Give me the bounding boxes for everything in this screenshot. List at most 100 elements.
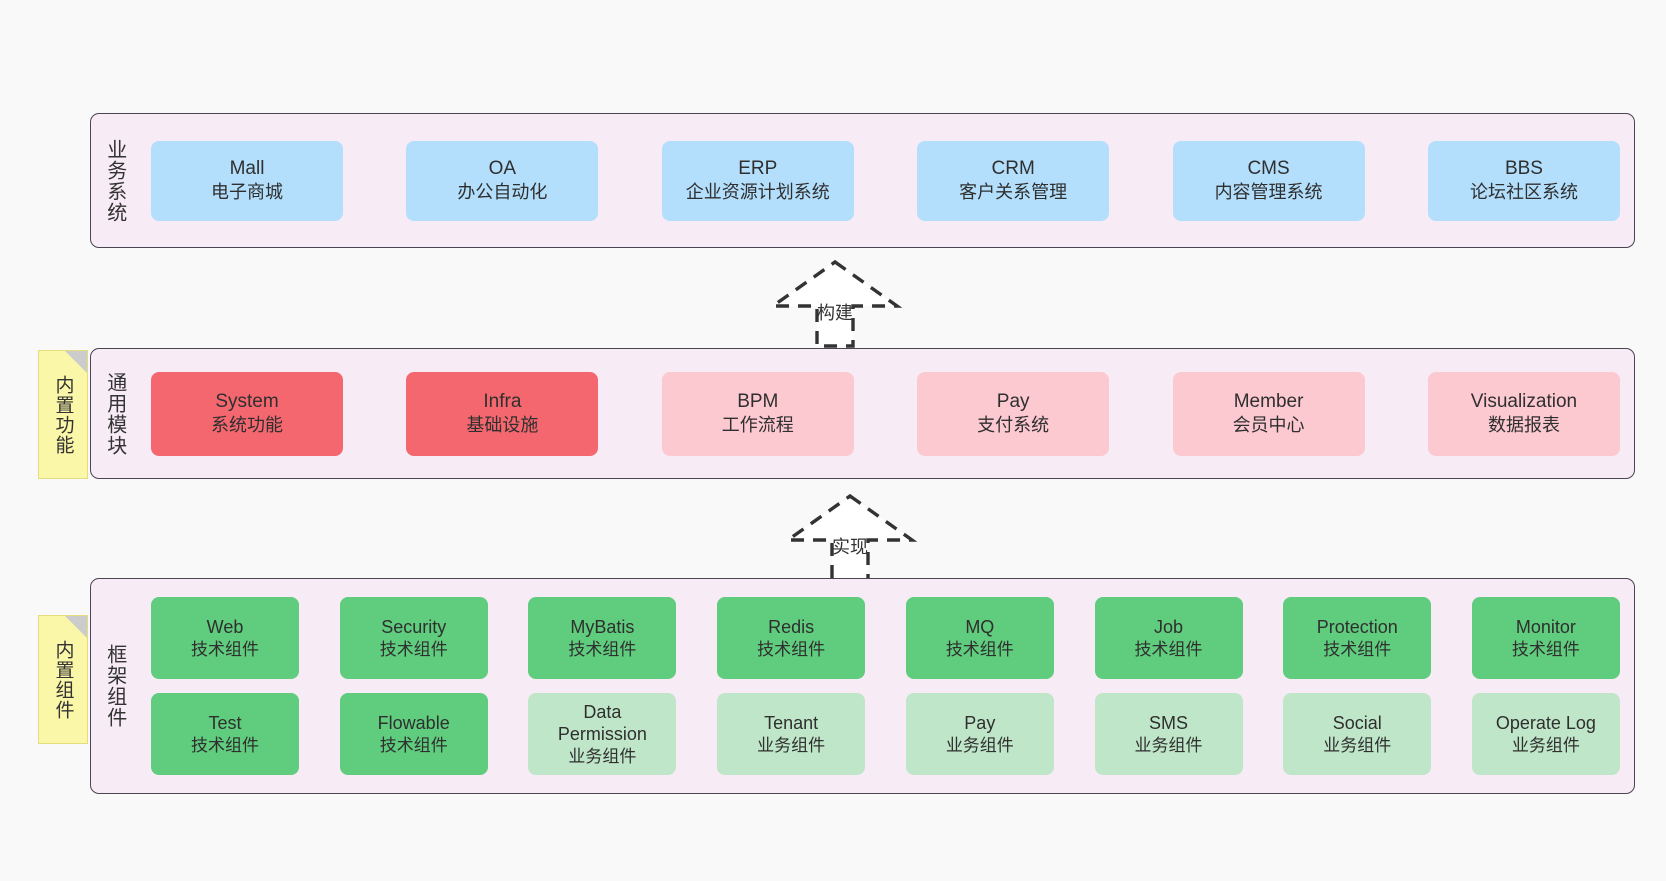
card-subtitle: 业务组件 xyxy=(1323,735,1392,755)
card-subtitle: 数据报表 xyxy=(1487,415,1560,436)
card-title: System xyxy=(215,391,279,413)
card-subtitle: 业务组件 xyxy=(568,746,637,766)
card-subtitle: 会员中心 xyxy=(1232,415,1305,436)
card-title: Redis xyxy=(768,616,815,637)
card-title: Job xyxy=(1154,616,1184,637)
card-title: SMS xyxy=(1149,712,1189,733)
card-subtitle: 技术组件 xyxy=(945,639,1014,659)
card-title: BPM xyxy=(737,391,779,413)
card-subtitle: 业务组件 xyxy=(1511,735,1580,755)
card-subtitle: 技术组件 xyxy=(379,639,448,659)
card-title: CMS xyxy=(1247,158,1290,180)
layer-common-modules-title: 通用模块 xyxy=(103,371,126,456)
card-title: Data Permission xyxy=(557,701,647,745)
generalization-arrow-icon xyxy=(782,493,918,582)
card-title: Web xyxy=(206,616,244,637)
note-builtin-functions: 内置功能 xyxy=(38,350,88,479)
card-title: OA xyxy=(488,158,517,180)
note-fold-corner-icon xyxy=(65,616,87,638)
layer-framework-components-title: 框架组件 xyxy=(103,644,126,728)
card-title: Member xyxy=(1233,391,1304,413)
card-subtitle: 业务组件 xyxy=(945,735,1014,755)
card-subtitle: 论坛社区系统 xyxy=(1469,182,1578,203)
card-title: MQ xyxy=(965,616,995,637)
card-subtitle: 技术组件 xyxy=(1511,639,1580,659)
card-title: Social xyxy=(1332,712,1382,733)
card-subtitle: 办公自动化 xyxy=(457,182,548,203)
card-title: Flowable xyxy=(377,712,450,733)
card-subtitle: 技术组件 xyxy=(1134,639,1203,659)
card-subtitle: 基础设施 xyxy=(466,415,539,436)
card-title: Tenant xyxy=(764,712,819,733)
card-subtitle: 技术组件 xyxy=(191,639,259,659)
card-title: BBS xyxy=(1504,158,1543,180)
layer-business-system-title: 业务系统 xyxy=(103,138,126,223)
card-title: Visualization xyxy=(1470,391,1578,413)
card-subtitle: 系统功能 xyxy=(211,415,283,436)
card-subtitle: 技术组件 xyxy=(568,639,637,659)
card-subtitle: 工作流程 xyxy=(721,415,794,436)
note-builtin-functions-label: 内置功能 xyxy=(52,374,74,455)
note-fold-corner-icon xyxy=(65,351,87,373)
note-builtin-components: 内置组件 xyxy=(38,615,88,744)
card-title: Monitor xyxy=(1515,616,1576,637)
card-subtitle: 技术组件 xyxy=(1323,639,1392,659)
card-subtitle: 技术组件 xyxy=(191,735,259,755)
generalization-arrow-icon xyxy=(767,259,903,348)
card-subtitle: 内容管理系统 xyxy=(1214,182,1323,203)
card-title: Infra xyxy=(483,391,522,413)
card-title: Security xyxy=(381,616,447,637)
card-title: ERP xyxy=(738,158,778,180)
card-subtitle: 技术组件 xyxy=(757,639,826,659)
card-title: CRM xyxy=(991,158,1035,180)
card-subtitle: 业务组件 xyxy=(757,735,826,755)
card-subtitle: 客户关系管理 xyxy=(959,182,1068,203)
connector-build: 构建 xyxy=(755,258,915,350)
card-subtitle: 支付系统 xyxy=(977,415,1050,436)
card-title: MyBatis xyxy=(570,616,635,637)
note-builtin-components-label: 内置组件 xyxy=(52,639,74,720)
card-subtitle: 业务组件 xyxy=(1134,735,1203,755)
card-title: Test xyxy=(208,712,242,733)
card-title: Operate Log xyxy=(1495,712,1596,733)
connector-implement: 实现 xyxy=(770,492,930,584)
card-title: Pay xyxy=(996,391,1030,413)
